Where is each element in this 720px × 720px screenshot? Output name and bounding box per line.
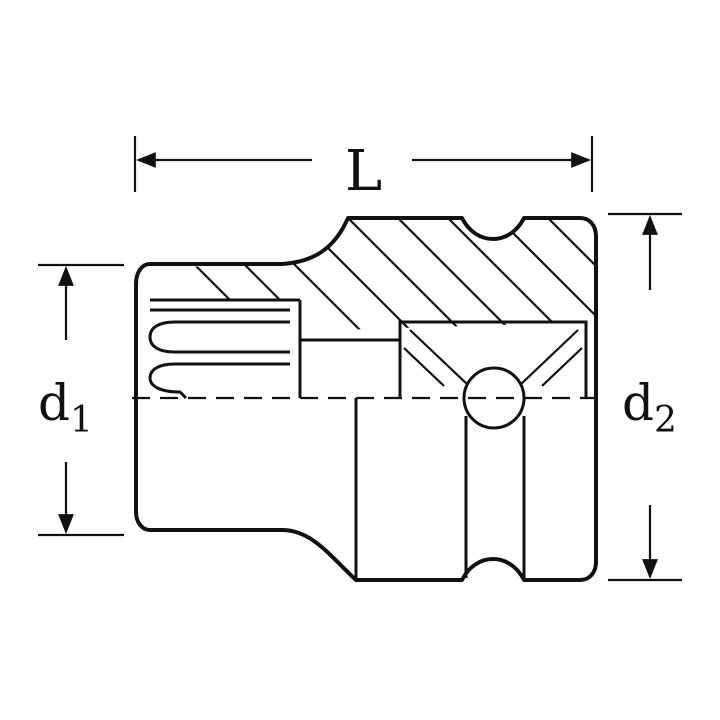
d1-label: d1 <box>38 374 93 441</box>
d1-label-sub: 1 <box>70 400 93 441</box>
socket-body <box>132 216 600 582</box>
d2-label-main: d <box>622 374 654 432</box>
torx-lobes <box>148 308 290 400</box>
d2-dimension: d2 <box>608 212 682 582</box>
square-drive-section <box>398 320 588 430</box>
d2-label: d2 <box>622 374 677 441</box>
d1-dimension: d1 <box>38 263 124 537</box>
d1-label-main: d <box>38 374 70 432</box>
length-dimension: L <box>133 136 594 204</box>
length-label: L <box>345 139 382 204</box>
d2-label-sub: 2 <box>654 400 677 441</box>
socket-outline <box>134 216 598 582</box>
